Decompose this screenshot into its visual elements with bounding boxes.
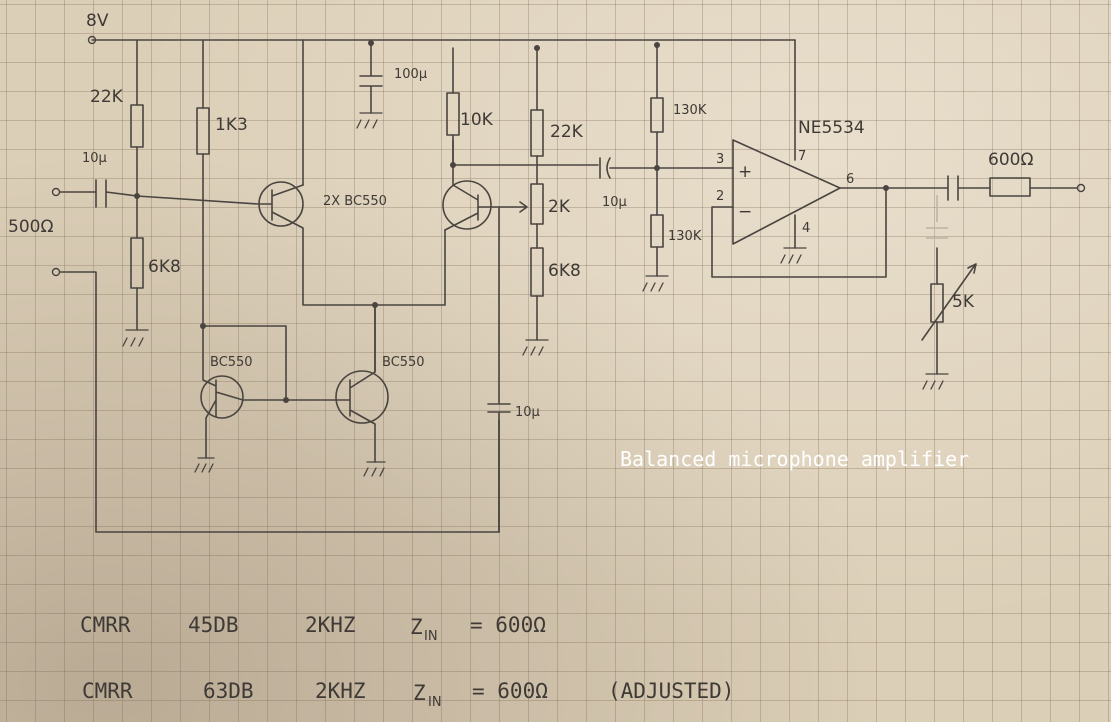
pin7-label: 7 (798, 149, 806, 164)
svg-text:2KHZ: 2KHZ (315, 679, 366, 703)
resistor-130k-top (650, 97, 664, 133)
pin3-label: 3 (716, 152, 724, 167)
r1-label: 22K (90, 87, 124, 107)
ground-symbol (642, 275, 669, 292)
r7-label: 130K (673, 103, 707, 118)
input-divider (122, 39, 149, 347)
transistor-q2 (442, 180, 492, 230)
q4-label: BC550 (382, 355, 425, 370)
pot-label: 2K (548, 197, 571, 217)
output-terminal (1076, 183, 1086, 193)
transistor-q4 (335, 370, 389, 424)
supply-rail (87, 35, 796, 45)
opamp-bias-divider (642, 44, 669, 292)
svg-text:63DB: 63DB (203, 679, 254, 703)
diagram-title: Balanced microphone amplifier (620, 447, 969, 471)
ground-symbol (194, 457, 215, 473)
ground-symbol (522, 339, 549, 356)
ground-symbol (122, 329, 149, 347)
opamp (711, 39, 949, 278)
r-out-label: 600Ω (988, 150, 1033, 170)
svg-text:IN: IN (424, 629, 438, 644)
pin4-label: 4 (802, 221, 810, 236)
supply-decoupling (356, 42, 383, 129)
resistor-22k-input (130, 104, 144, 148)
opamp-label: NE5534 (798, 118, 865, 138)
r2-label: 6K8 (148, 257, 181, 277)
c-in-label: 10µ (82, 151, 107, 166)
differential-pair (258, 39, 513, 373)
trimmer-5k (930, 283, 944, 323)
minus-sign: − (738, 202, 752, 222)
svg-text:CMRR: CMRR (80, 613, 131, 637)
r5-label: 22K (550, 122, 584, 142)
r8-label: 130K (668, 229, 702, 244)
svg-text:= 600Ω: = 600Ω (470, 613, 546, 637)
ground-symbol (363, 461, 386, 477)
transistor-q1 (258, 181, 304, 227)
svg-text:CMRR: CMRR (82, 679, 133, 703)
input-terminal-cold (51, 267, 61, 277)
r3-label: 1K3 (215, 115, 248, 135)
svg-text:2KHZ: 2KHZ (305, 613, 356, 637)
resistor-22k-right (530, 109, 544, 157)
ground-symbol (356, 112, 383, 129)
potentiometer-2k (530, 183, 544, 225)
current-source (194, 39, 389, 477)
trimmer-branch (921, 195, 977, 390)
ground-symbol (922, 373, 949, 390)
svg-text:45DB: 45DB (188, 613, 239, 637)
plus-sign: + (738, 162, 752, 182)
resistor-10k (446, 92, 460, 136)
c-supply-label: 100µ (394, 67, 427, 82)
svg-text:(ADJUSTED): (ADJUSTED) (608, 679, 734, 703)
ground-symbol (780, 247, 807, 264)
pin2-label: 2 (716, 189, 724, 204)
opamp-triangle (732, 139, 841, 245)
collector-load (446, 47, 734, 179)
input-impedance-label: 500Ω (8, 217, 53, 237)
resistor-130k-bottom (650, 214, 664, 248)
c-bottom-label: 10µ (515, 405, 540, 420)
input-terminals (51, 179, 500, 533)
trim-label: 5K (952, 292, 975, 312)
output-stage (947, 175, 1086, 201)
c-couple-label: 10µ (602, 195, 627, 210)
q3-label: BC550 (210, 355, 253, 370)
r4-label: 10K (460, 110, 494, 130)
input-terminal-hot (51, 187, 61, 197)
resistor-1k3 (196, 107, 210, 155)
note-line-2: CMRR 63DB 2KHZ Z IN = 600Ω (ADJUSTED) (82, 679, 734, 710)
transistor-q3 (200, 375, 244, 419)
base-divider (487, 47, 549, 533)
resistor-6k8-right (530, 247, 544, 297)
pair-label: 2X BC550 (323, 194, 387, 209)
resistor-6k8-input (130, 237, 144, 289)
svg-text:Z: Z (413, 681, 426, 705)
svg-text:= 600Ω: = 600Ω (472, 679, 548, 703)
supply-voltage-label: 8V (86, 11, 109, 31)
svg-text:Z: Z (410, 615, 423, 639)
note-line-1: CMRR 45DB 2KHZ Z IN = 600Ω (80, 613, 546, 644)
resistor-600-output (989, 177, 1031, 197)
pin6-label: 6 (846, 172, 854, 187)
r6-label: 6K8 (548, 261, 581, 281)
svg-text:IN: IN (428, 695, 442, 710)
